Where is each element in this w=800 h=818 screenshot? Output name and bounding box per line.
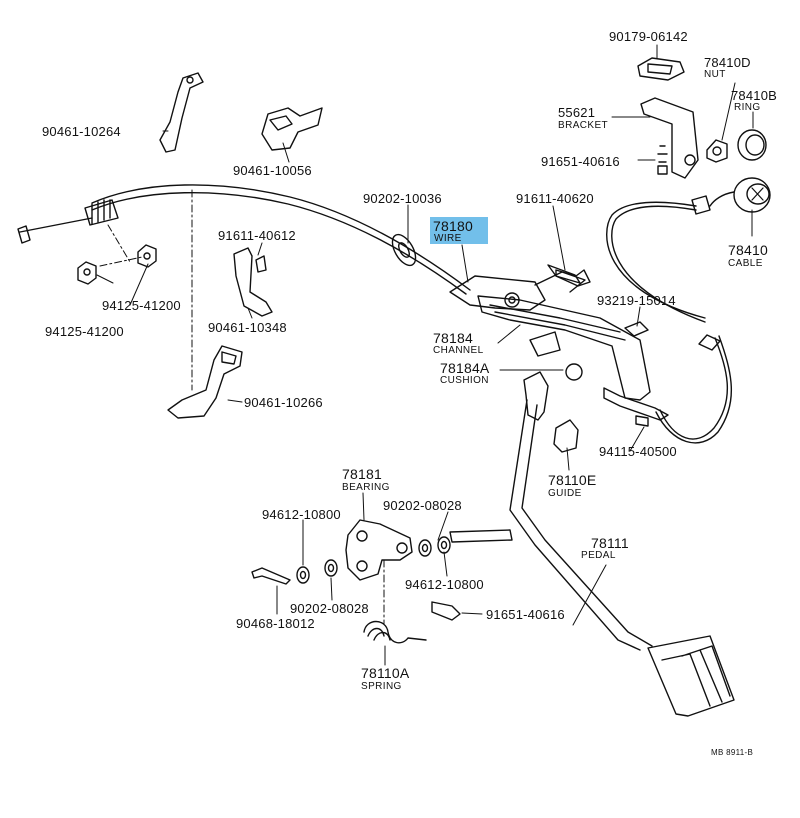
channel-78184 [449,264,651,401]
callout-94125-41200-b: 94125-41200 [45,324,124,339]
callout-78184-name: CHANNEL [433,345,484,356]
callout-90461-10266: 90461-10266 [244,395,323,410]
clip-90461-10264 [159,72,204,153]
callout-90202-10036: 90202-10036 [363,191,442,206]
nuts-94125 [77,244,157,285]
callout-78410b: 78410B [731,88,778,103]
callout-90468-18012: 90468-18012 [236,616,315,631]
callout-90461-10264: 90461-10264 [42,124,121,139]
callout-78184a: 78184A [440,360,490,376]
callout-78180: 78180 [433,218,473,234]
pedal-78111 [449,363,735,717]
callout-78184: 78184 [433,330,473,346]
callout-78110a: 78110A [361,665,410,681]
callout-94125-41200-a: 94125-41200 [102,298,181,313]
callout-91611-40620: 91611-40620 [516,191,594,206]
callout-78410d: 78410D [704,55,751,70]
bracket-group [637,57,767,179]
clip-spring-group [251,269,591,644]
callout-78410b-name: RING [734,102,761,113]
callout-91611-40612: 91611-40612 [218,228,296,243]
callout-78110a-name: SPRING [361,681,402,692]
callout-90179-06142: 90179-06142 [609,29,688,44]
callout-94612-10800-left: 94612-10800 [262,507,341,522]
callout-78410d-name: NUT [704,69,726,80]
wire-78180 [17,184,471,295]
highlight-box [430,217,488,244]
callout-90202-08028-bottom: 90202-08028 [290,601,369,616]
leader-lines [96,44,754,666]
callout-91651-40616-top: 91651-40616 [541,154,620,169]
callout-94612-10800-right: 94612-10800 [405,577,484,592]
callout-90461-10056: 90461-10056 [233,163,312,178]
callout-78184a-name: CUSHION [440,375,489,386]
guide-lines [99,189,385,625]
callout-90202-08028-top: 90202-08028 [383,498,462,513]
callout-78180-name: WIRE [434,233,462,244]
bracket-90461-10348 [233,247,273,317]
cable-78410 [606,177,771,444]
callout-90461-10348: 90461-10348 [208,320,287,335]
bearing-78181 [296,519,451,584]
callout-93219-15014: 93219-15014 [597,293,676,308]
callout-55621-name: BRACKET [558,120,609,131]
callout-78110e: 78110E [548,472,597,488]
callout-94115-40500: 94115-40500 [599,444,677,459]
callout-78181-name: BEARING [342,482,390,493]
callout-78181: 78181 [342,466,382,482]
callout-78410: 78410 [728,242,768,258]
callout-55621: 55621 [558,105,596,120]
clamp-90461-10056 [261,107,323,151]
callout-78110e-name: GUIDE [548,488,582,499]
callout-78410-name: CABLE [728,258,763,269]
callout-78111-name: PEDAL [581,550,616,561]
drawing-reference-code: MB 8911-B [711,748,754,757]
callout-78111: 78111 [591,535,629,551]
callout-91651-40616-bottom: 91651-40616 [486,607,565,622]
bracket-90461-10266 [167,345,243,419]
